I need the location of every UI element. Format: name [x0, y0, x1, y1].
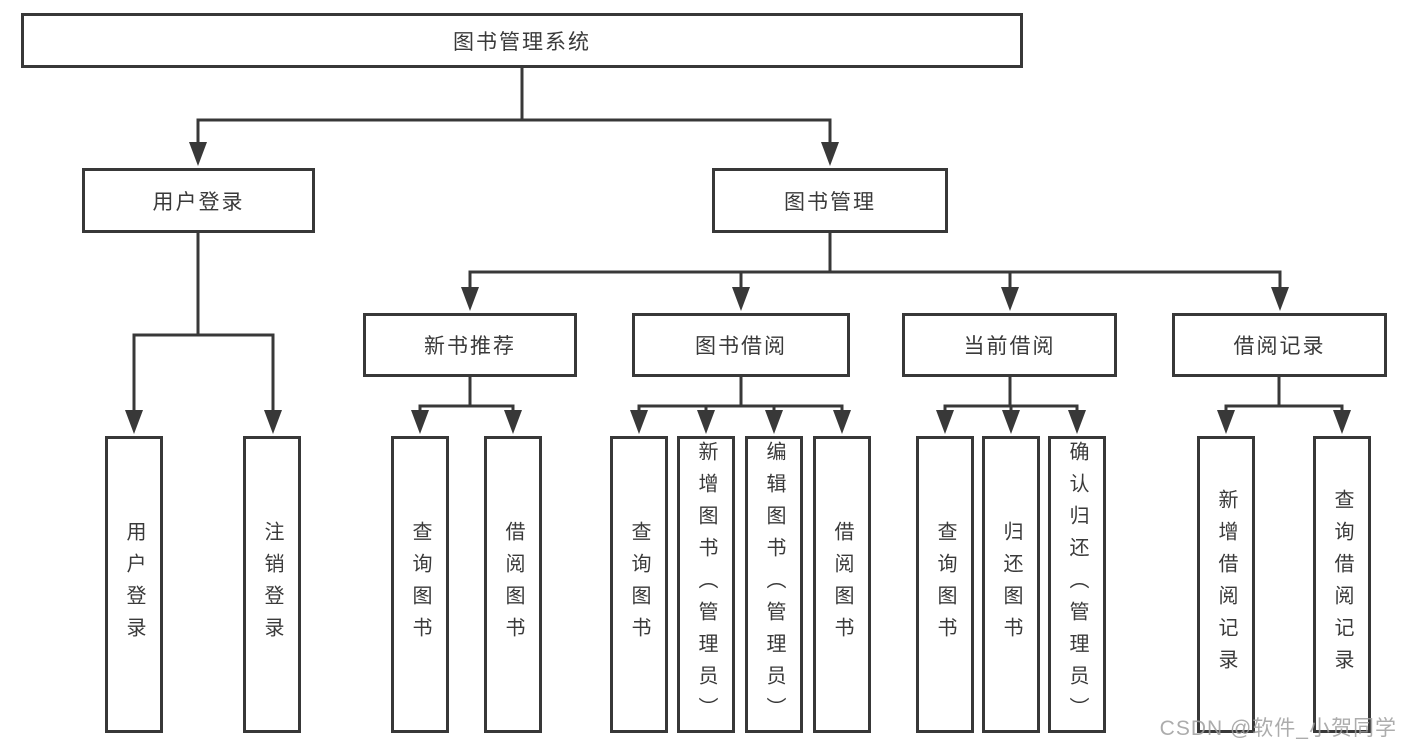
leaf-add-book-admin: 新增图书（管理员）	[677, 436, 735, 733]
leaf-logout: 注销登录	[243, 436, 301, 733]
leaf-borrow-books-label: 借阅图书	[831, 520, 853, 649]
leaf-add-book-admin-label: 新增图书（管理员）	[695, 440, 717, 729]
leaf-query-borrow-record: 查询借阅记录	[1313, 436, 1371, 733]
node-book-management-label: 图书管理	[784, 190, 876, 214]
leaf-query-borrow-record-label: 查询借阅记录	[1331, 488, 1353, 681]
leaf-query-books-current-label: 查询图书	[934, 520, 956, 649]
leaf-query-books-recommend: 查询图书	[391, 436, 449, 733]
leaf-user-login: 用户登录	[105, 436, 163, 733]
node-user-login: 用户登录	[82, 168, 315, 233]
node-current-borrowing-label: 当前借阅	[963, 335, 1056, 358]
leaf-borrow-books: 借阅图书	[813, 436, 871, 733]
leaf-confirm-return-admin: 确认归还（管理员）	[1048, 436, 1106, 733]
node-root-label: 图书管理系统	[453, 30, 591, 54]
node-borrow-records: 借阅记录	[1172, 313, 1387, 377]
leaf-add-borrow-record-label: 新增借阅记录	[1215, 488, 1237, 681]
leaf-return-book: 归还图书	[982, 436, 1040, 733]
leaf-add-borrow-record: 新增借阅记录	[1197, 436, 1255, 733]
node-user-login-label: 用户登录	[152, 190, 245, 214]
leaf-query-books-current: 查询图书	[916, 436, 974, 733]
leaf-edit-book-admin-label: 编辑图书（管理员）	[763, 440, 785, 729]
node-book-borrowing-label: 图书借阅	[695, 335, 787, 358]
leaf-query-books-borrowing-label: 查询图书	[628, 520, 650, 649]
leaf-logout-label: 注销登录	[261, 520, 283, 649]
leaf-confirm-return-admin-label: 确认归还（管理员）	[1066, 440, 1088, 729]
leaf-edit-book-admin: 编辑图书（管理员）	[745, 436, 803, 733]
leaf-borrow-books-recommend-label: 借阅图书	[502, 520, 524, 649]
leaf-query-books-borrowing: 查询图书	[610, 436, 668, 733]
node-book-management: 图书管理	[712, 168, 948, 233]
node-book-borrowing: 图书借阅	[632, 313, 850, 377]
leaf-return-book-label: 归还图书	[1000, 520, 1022, 649]
leaf-query-books-recommend-label: 查询图书	[409, 520, 431, 649]
node-current-borrowing: 当前借阅	[902, 313, 1117, 377]
arrowhead-icons	[125, 142, 1351, 434]
leaf-user-login-label: 用户登录	[123, 520, 145, 649]
node-new-book-recommend-label: 新书推荐	[424, 335, 516, 358]
node-borrow-records-label: 借阅记录	[1233, 335, 1326, 358]
node-root: 图书管理系统	[21, 13, 1023, 68]
node-new-book-recommend: 新书推荐	[363, 313, 577, 377]
leaf-borrow-books-recommend: 借阅图书	[484, 436, 542, 733]
csdn-watermark: CSDN @软件_小贺同学	[1159, 717, 1397, 740]
